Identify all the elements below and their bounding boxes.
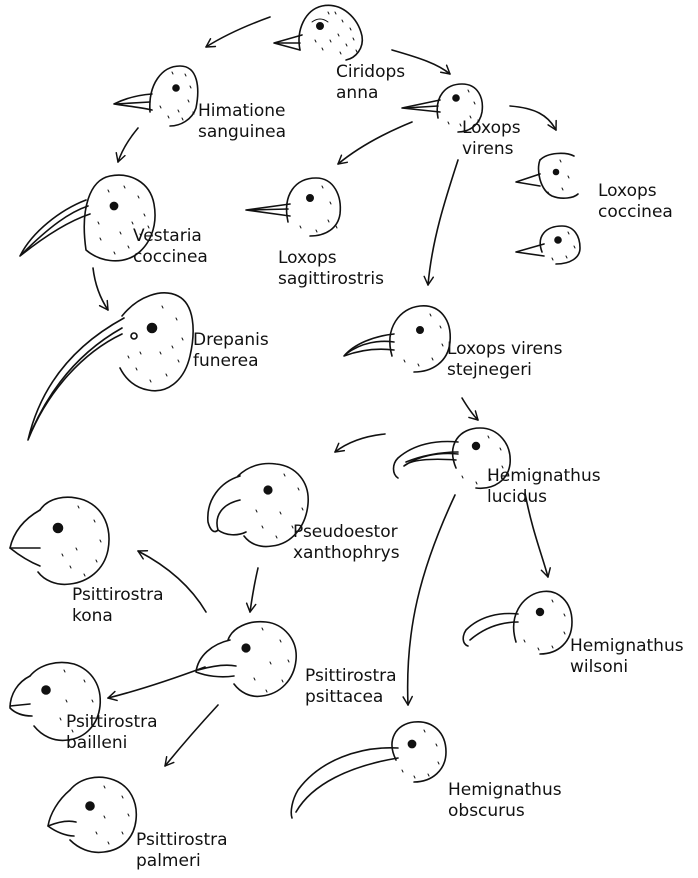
label-epithet: sagittirostris (278, 269, 384, 290)
label-genus: Loxops (462, 118, 521, 139)
label-epithet: kona (72, 606, 164, 627)
loxops-coccinea-heads (516, 153, 580, 264)
label-genus: Himatione (198, 101, 286, 122)
label-pseudoestor-xanthophrys: Pseudoestor xanthophrys (293, 522, 400, 564)
label-drepanis-funerea: Drepanis funerea (193, 330, 269, 372)
arrow-ciridops-to-himatione (206, 17, 270, 47)
ciridops-anna-head (274, 5, 362, 60)
arrow-psittacea-to-bailleni (108, 667, 205, 698)
label-genus: Pseudoestor (293, 522, 400, 543)
label-epithet: stejnegeri (447, 360, 563, 381)
hemignathus-wilsoni-head (463, 591, 572, 654)
arrow-stejnegeri-to-lucidus (462, 398, 478, 420)
psittirostra-psittacea-head (196, 622, 296, 697)
label-epithet: lucidus (487, 487, 601, 508)
label-ciridops-anna: Ciridops anna (336, 62, 405, 104)
label-genus: Hemignathus (487, 466, 601, 487)
arrow-vestaria-to-drepanis (93, 268, 108, 310)
label-psittirostra-bailleni: Psittirostra bailleni (66, 712, 158, 754)
label-epithet: bailleni (66, 733, 158, 754)
label-epithet: funerea (193, 351, 269, 372)
label-epithet: psittacea (305, 687, 397, 708)
label-epithet: anna (336, 83, 405, 104)
hemignathus-obscurus-head (291, 722, 446, 818)
label-epithet: obscurus (448, 801, 562, 822)
label-genus: Loxops (278, 248, 384, 269)
label-genus: Hemignathus (570, 636, 684, 657)
arrow-virens-to-stejnegeri (428, 160, 458, 285)
himatione-sanguinea-head (114, 66, 198, 126)
label-psittirostra-palmeri: Psittirostra palmeri (136, 830, 228, 872)
label-loxops-coccinea: Loxops coccinea (598, 181, 673, 223)
label-epithet: coccinea (133, 247, 208, 268)
loxops-sagittirostris-head (246, 178, 340, 236)
loxops-virens-stejnegeri-head (344, 306, 450, 372)
label-loxops-virens-stejnegeri: Loxops virens stejnegeri (447, 339, 563, 381)
arrow-lucidus-to-obscurus (408, 495, 455, 705)
label-genus: Psittirostra (72, 585, 164, 606)
drepanis-funerea-head (28, 293, 193, 440)
label-hemignathus-wilsoni: Hemignathus wilsoni (570, 636, 684, 678)
label-genus: Ciridops (336, 62, 405, 83)
psittirostra-kona-head (10, 497, 109, 584)
arrow-himatione-to-vestaria (118, 128, 138, 162)
label-genus: Psittirostra (136, 830, 228, 851)
label-hemignathus-lucidus: Hemignathus lucidus (487, 466, 601, 508)
arrow-lucidus-to-pseudoestor (335, 434, 385, 452)
label-genus: Psittirostra (66, 712, 158, 733)
label-himatione-sanguinea: Himatione sanguinea (198, 101, 286, 143)
label-epithet: coccinea (598, 202, 673, 223)
label-epithet: xanthophrys (293, 543, 400, 564)
label-loxops-virens: Loxops virens (462, 118, 521, 160)
label-epithet: palmeri (136, 851, 228, 872)
label-psittirostra-psittacea: Psittirostra psittacea (305, 666, 397, 708)
label-genus: Psittirostra (305, 666, 397, 687)
label-genus: Loxops (598, 181, 673, 202)
label-epithet: wilsoni (570, 657, 684, 678)
label-psittirostra-kona: Psittirostra kona (72, 585, 164, 627)
arrow-pseudoestor-to-psittacea (250, 568, 258, 612)
arrow-virens-to-sagittirostris (338, 122, 412, 164)
label-epithet: sanguinea (198, 122, 286, 143)
label-hemignathus-obscurus: Hemignathus obscurus (448, 780, 562, 822)
label-genus: Hemignathus (448, 780, 562, 801)
label-loxops-sagittirostris: Loxops sagittirostris (278, 248, 384, 290)
label-epithet: virens (462, 139, 521, 160)
label-vestaria-coccinea: Vestaria coccinea (133, 226, 208, 268)
psittirostra-palmeri-head (48, 777, 136, 852)
label-genus: Loxops virens (447, 339, 563, 360)
label-genus: Drepanis (193, 330, 269, 351)
label-genus: Vestaria (133, 226, 208, 247)
arrow-psittacea-to-palmeri (165, 705, 218, 766)
